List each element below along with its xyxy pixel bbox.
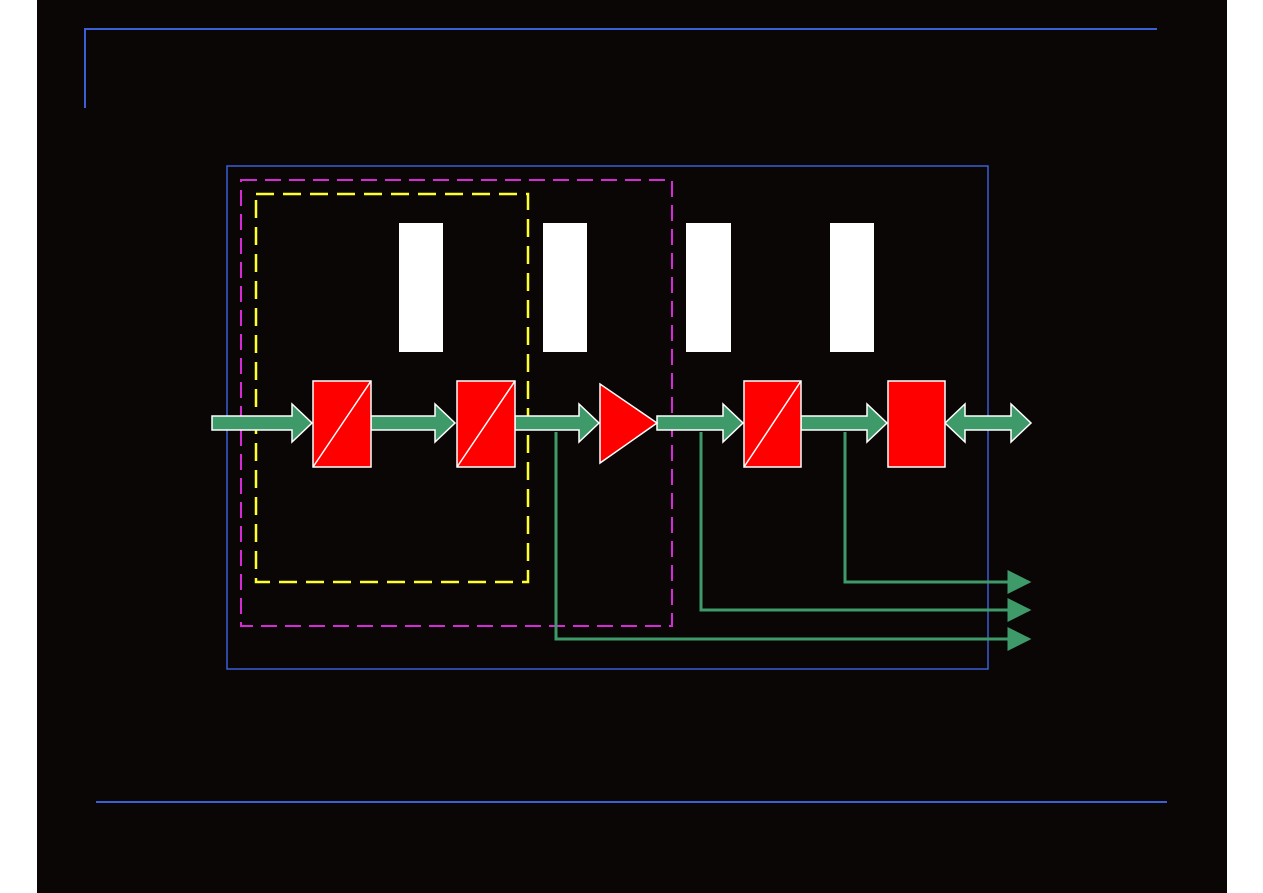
white-panel-1 (399, 223, 443, 352)
tap-lines (554, 432, 1032, 651)
output-block-5 (887, 380, 946, 468)
bidirectional-output-arrow (943, 402, 1033, 444)
converter-block-2 (456, 380, 516, 468)
input-arrow (211, 402, 314, 444)
arrow-block2-to-amplifier (514, 402, 601, 444)
arrow-amplifier-to-block4 (656, 402, 745, 444)
signal-chain-diagram (84, 28, 1167, 803)
white-panel-4 (830, 223, 874, 352)
tap-line-after-amplifier (699, 432, 1032, 622)
white-panel-3 (686, 223, 731, 352)
slide-canvas (37, 0, 1227, 893)
arrow-block4-to-block5 (800, 402, 889, 444)
white-panel-2 (543, 223, 587, 352)
arrow-block1-to-block2 (370, 402, 457, 444)
converter-block-4 (743, 380, 802, 468)
amplifier-triangle (599, 382, 659, 465)
yellow-dashed-group (254, 192, 530, 584)
tap-line-after-block4 (843, 432, 1032, 594)
top-frame-line (84, 28, 1157, 108)
main-chain-arrows (211, 402, 1033, 444)
tap-line-after-block2 (554, 432, 1032, 651)
converter-block-1 (312, 380, 372, 468)
magenta-dashed-group (240, 179, 673, 627)
